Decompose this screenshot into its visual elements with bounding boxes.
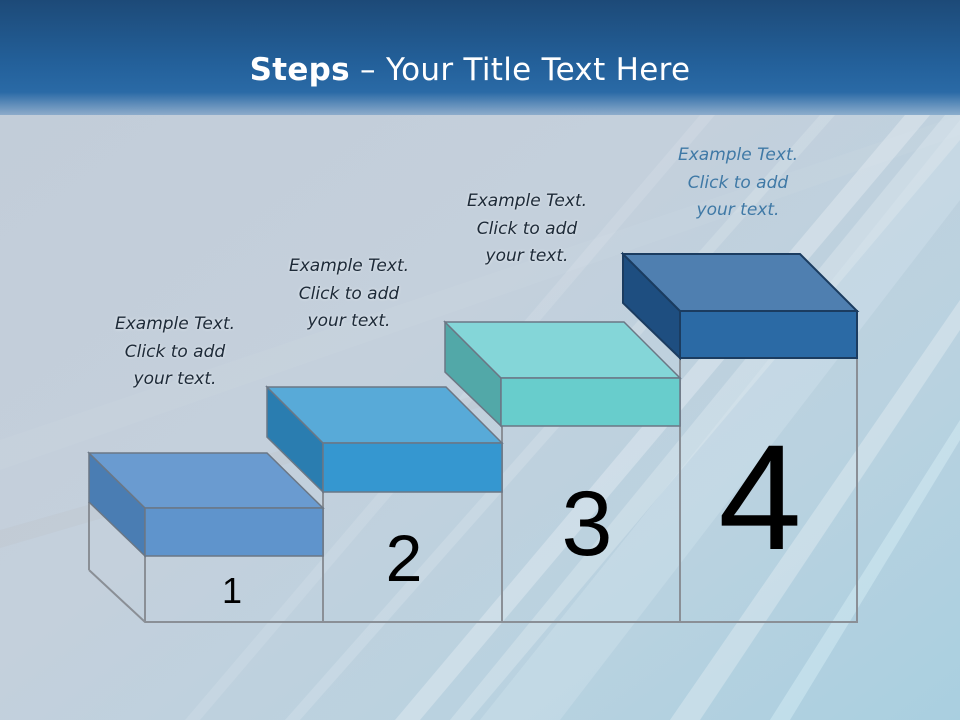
step-3-block[interactable] xyxy=(443,320,682,428)
step-4-caption-line-1: Example Text. xyxy=(677,145,799,165)
step-1-caption-line-3: your text. xyxy=(133,369,217,389)
title-bold: Steps xyxy=(249,52,350,88)
title-bar xyxy=(0,0,960,115)
step-1-front xyxy=(144,507,324,557)
step-2-caption[interactable]: Example Text. Click to add your text. xyxy=(254,253,444,336)
title-rest: – Your Title Text Here xyxy=(349,52,691,88)
step-4-caption[interactable]: Example Text. Click to add your text. xyxy=(643,142,833,225)
step-3-front xyxy=(500,377,681,427)
step-1-caption-line-2: Click to add xyxy=(124,341,226,362)
step-3-caption-line-1: Example Text. xyxy=(466,191,588,211)
step-2-caption-line-1: Example Text. xyxy=(288,256,410,276)
step-4-caption-line-2: Click to add xyxy=(687,172,789,193)
step-4-front xyxy=(679,310,858,359)
step-2-block[interactable] xyxy=(265,385,504,494)
step-1-block[interactable] xyxy=(87,451,325,558)
step-1-caption-line-1: Example Text. xyxy=(114,314,236,334)
step-4-number: 4 xyxy=(718,413,802,581)
step-3-caption[interactable]: Example Text. Click to add your text. xyxy=(432,188,622,271)
step-3-caption-line-3: your text. xyxy=(485,246,569,266)
step-2-front xyxy=(322,442,503,493)
step-2-caption-line-2: Click to add xyxy=(298,283,400,304)
slide-title[interactable]: Steps – Your Title Text Here xyxy=(0,52,940,88)
step-4-caption-line-3: your text. xyxy=(696,200,780,220)
step-3-number: 3 xyxy=(561,473,613,575)
step-2-number: 2 xyxy=(385,521,423,595)
step-1-number: 1 xyxy=(221,570,243,611)
step-1-caption[interactable]: Example Text. Click to add your text. xyxy=(80,311,270,394)
step-2-caption-line-3: your text. xyxy=(307,311,391,331)
step-4-block[interactable] xyxy=(620,251,860,361)
step-3-caption-line-2: Click to add xyxy=(476,218,578,239)
